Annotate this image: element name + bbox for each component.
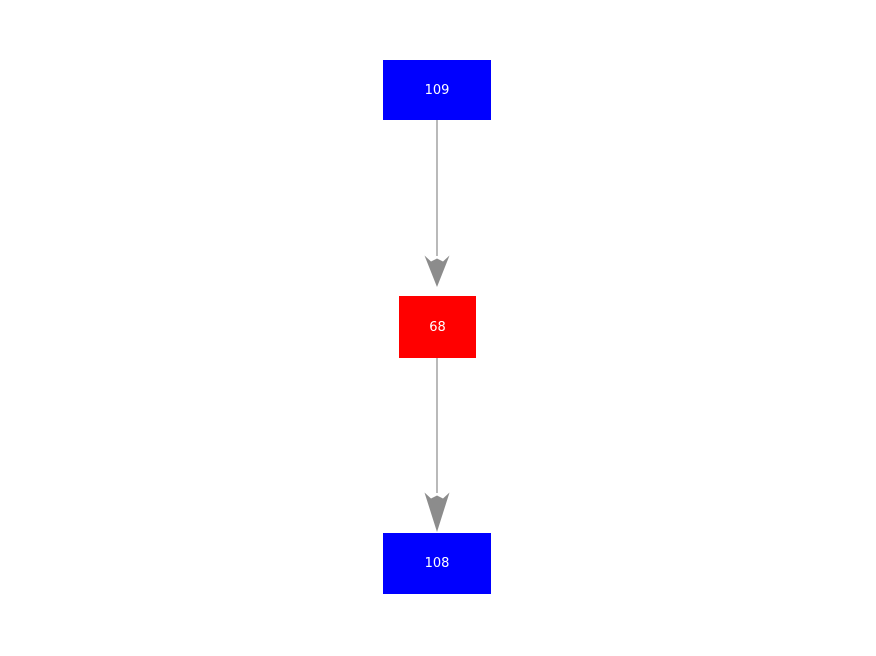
graph-node-label: 109 bbox=[424, 82, 450, 98]
edge-109-to-68 bbox=[424, 120, 450, 287]
arrowhead-icon bbox=[424, 255, 450, 287]
graph-node-108[interactable]: 108 bbox=[383, 533, 491, 594]
graph-node-label: 108 bbox=[424, 556, 450, 571]
graph-node-109[interactable]: 109 bbox=[383, 60, 491, 120]
graph-node-68[interactable]: 68 bbox=[399, 296, 476, 358]
graph-node-label: 68 bbox=[429, 319, 446, 335]
edge-68-to-108 bbox=[424, 358, 450, 532]
arrowhead-icon bbox=[424, 492, 450, 532]
